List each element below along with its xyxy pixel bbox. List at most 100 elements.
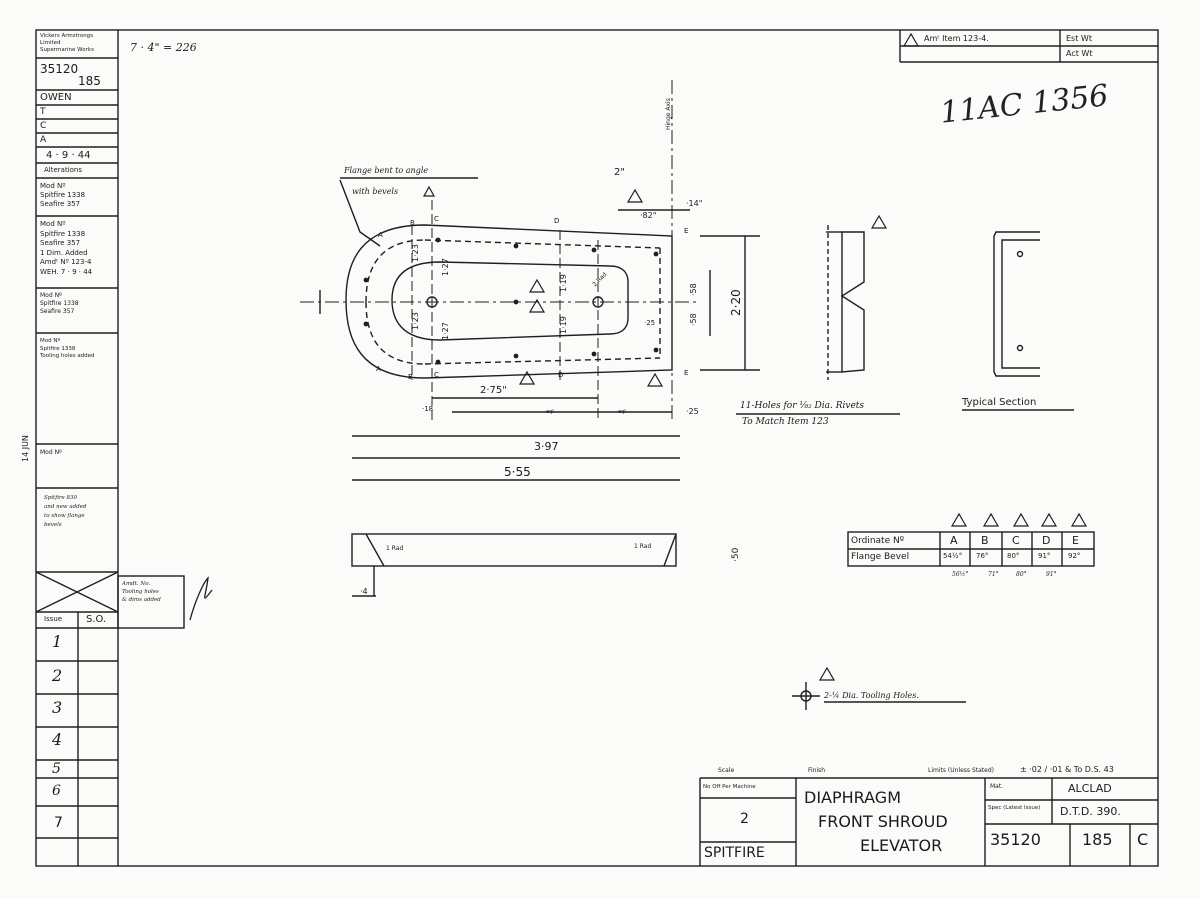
dim-119-bottom: 1·19 <box>559 316 568 334</box>
part-title-3: ELEVATOR <box>860 836 943 855</box>
no-off-label: No Off Per Machine <box>703 784 756 790</box>
dim-eql-2: eql <box>618 409 626 415</box>
hinge-axis-label: Hinge Axis <box>665 98 672 130</box>
old-bevel-b: 71° <box>988 571 999 578</box>
dim-058-bottom: ·58 <box>689 313 698 326</box>
issue-label: Issue <box>44 615 63 623</box>
bevel-b: 76° <box>976 552 989 560</box>
ordinate-c-top: C <box>434 215 439 223</box>
ordinate-d-top: D <box>554 217 560 225</box>
ordinate-row-label: Ordinate Nº <box>851 536 904 546</box>
part-title-2: FRONT SHROUD <box>818 812 948 831</box>
est-weight-label: Est Wt <box>1066 34 1092 43</box>
drawn-by: OWEN <box>40 92 72 103</box>
dim-2: 2" <box>614 167 625 178</box>
dim-1rad-left: 1 Rad <box>386 545 404 552</box>
bevel-d: 91° <box>1038 552 1051 560</box>
sheet-border <box>35 29 1159 867</box>
ordinate-col-d: D <box>1042 534 1051 547</box>
tooling-hole-note: 2-¼ Dia. Tooling Holes. <box>824 691 919 700</box>
dim-275: 2·75" <box>480 385 507 396</box>
scale-note: 7 · 4" = 226 <box>130 41 197 54</box>
act-weight-label: Act Wt <box>1066 49 1093 58</box>
dim-025: ·25 <box>644 319 656 327</box>
ordinate-e-bottom: E <box>684 369 689 377</box>
scale-label: Scale <box>718 767 735 774</box>
bevel-a: 54½° <box>943 552 963 560</box>
drawing-sub-number: 185 <box>78 74 101 88</box>
dim-220: 2·20 <box>729 289 743 316</box>
alteration-5: Mod Nº <box>40 449 62 456</box>
rivet-match-note: To Match Item 123 <box>742 417 829 427</box>
checked-label: C <box>40 121 47 131</box>
old-bevel-d: 91° <box>1046 571 1057 578</box>
bevel-row-label: Flange Bevel <box>851 552 910 562</box>
rivet-note: 11-Holes for ⅛₂ Dia. Rivets <box>740 401 865 411</box>
dim-555: 5·55 <box>504 465 531 479</box>
issue-7: 7 <box>54 815 63 831</box>
finish-label: Finish <box>808 767 826 774</box>
date-stamp: 14 JUN <box>21 435 30 462</box>
dim-123-bottom: 1·23 <box>411 312 420 330</box>
ordinate-d-bottom: D <box>558 371 564 379</box>
material-value: ALCLAD <box>1068 782 1112 795</box>
ordinate-a-top: A <box>378 231 383 239</box>
limits-label: Limits (Unless Stated) <box>928 767 994 774</box>
ordinate-col-b: B <box>981 534 989 547</box>
ordinate-b-top: B <box>410 219 415 227</box>
ordinate-col-c: C <box>1012 534 1020 547</box>
ordinate-b-bottom: B <box>408 373 413 381</box>
dim-058-top: ·58 <box>689 283 698 296</box>
dim-123-top: 1·23 <box>411 244 420 262</box>
dim-04: ·4 <box>360 587 368 596</box>
quantity: 2 <box>740 811 749 827</box>
approved-label: A <box>40 135 47 145</box>
revision-letter: C <box>1137 830 1149 849</box>
issue-4: 4 <box>52 730 63 749</box>
dim-050: ·50 <box>731 547 741 562</box>
issue-2: 2 <box>52 666 63 685</box>
issue-6: 6 <box>52 783 61 799</box>
dim-119-top: 1·19 <box>559 274 568 292</box>
dim-397: 3·97 <box>534 440 559 453</box>
ordinate-col-e: E <box>1072 534 1079 547</box>
issue-1: 1 <box>52 632 63 651</box>
aircraft-name: SPITFIRE <box>704 845 765 861</box>
dim-014: ·14" <box>686 199 703 208</box>
dim-eql-1: eql <box>546 409 554 415</box>
part-sub-number: 185 <box>1082 830 1113 849</box>
old-bevel-a: 56½° <box>952 571 969 578</box>
old-bevel-c: 80° <box>1016 571 1027 578</box>
part-title-1: DIAPHRAGM <box>804 788 901 807</box>
bevel-c: 80° <box>1007 552 1020 560</box>
issue-3: 3 <box>52 698 63 717</box>
dim-1rad-right: 1 Rad <box>634 543 652 550</box>
alterations-title: Alterations <box>44 166 83 174</box>
spec-label: Spec (Latest Issue) <box>988 805 1041 811</box>
ordinate-a-bottom: A <box>376 365 381 373</box>
spec-value: D.T.D. 390. <box>1060 805 1121 818</box>
traced-label: T <box>40 107 46 117</box>
dim-025-right: ·25 <box>686 407 699 416</box>
dim-127-bottom: 1·27 <box>441 322 450 340</box>
issue-5: 5 <box>52 761 61 777</box>
limits-value: ± ·02 / ·01 & To D.S. 43 <box>1020 765 1114 774</box>
drawing-date: 4 · 9 · 44 <box>46 150 91 161</box>
amendment-reference: Amᵗ Item 123-4. <box>924 34 989 43</box>
dim-018: ·18 <box>422 405 434 413</box>
ordinate-c-bottom: C <box>434 371 439 379</box>
ordinate-col-a: A <box>950 534 958 547</box>
dim-127-top: 1·27 <box>441 258 450 276</box>
so-label: S.O. <box>86 614 107 625</box>
part-number: 35120 <box>990 830 1041 849</box>
amendment-note: Amdt. No.Tooling holes& dims added <box>122 581 161 603</box>
dim-082: ·82" <box>640 211 657 220</box>
flange-note: Flange bent to angle <box>344 166 429 175</box>
